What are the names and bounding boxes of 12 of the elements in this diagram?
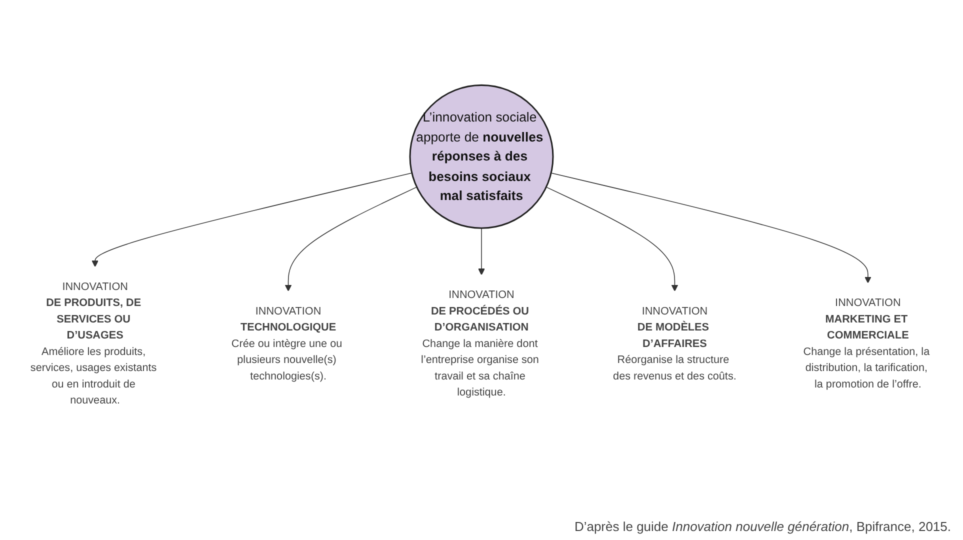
arrow bbox=[92, 172, 412, 268]
node-text: INNOVATION TECHNOLOGIQUE Crée ou intègre une ou plusieurs nouvelle(s) technologies(s). bbox=[231, 304, 342, 382]
node-text: INNOVATION MARKETING ET COMMERCIALE Change la présentation, la distribution, la tarification, la promotion de l’offre. bbox=[803, 296, 930, 390]
node-text: INNOVATION DE MODÈLES D’AFFAIRES Réorganise la structure des revenus et des coûts. bbox=[613, 304, 736, 382]
arrow bbox=[546, 186, 678, 292]
node-text: INNOVATION DE PROCÉDÉS OU D’ORGANISATION Change la manière dont l’entreprise organise son travail et sa chaîne logistique. bbox=[421, 288, 539, 398]
source-caption: D’après le guide Innovation nouvelle génération, Bpifrance, 2015. bbox=[574, 519, 951, 534]
node-circle: L’innovation sociale apporte de nouvelles réponses à des besoins sociaux mal satisfaits bbox=[409, 84, 554, 229]
arrow bbox=[284, 186, 418, 292]
arrow bbox=[550, 172, 872, 284]
node-text: INNOVATION DE PRODUITS, DE SERVICES OU D’USAGES Améliore les produits, services, usages existants ou en introduit de nouveaux. bbox=[30, 280, 157, 406]
arrow bbox=[478, 228, 485, 276]
